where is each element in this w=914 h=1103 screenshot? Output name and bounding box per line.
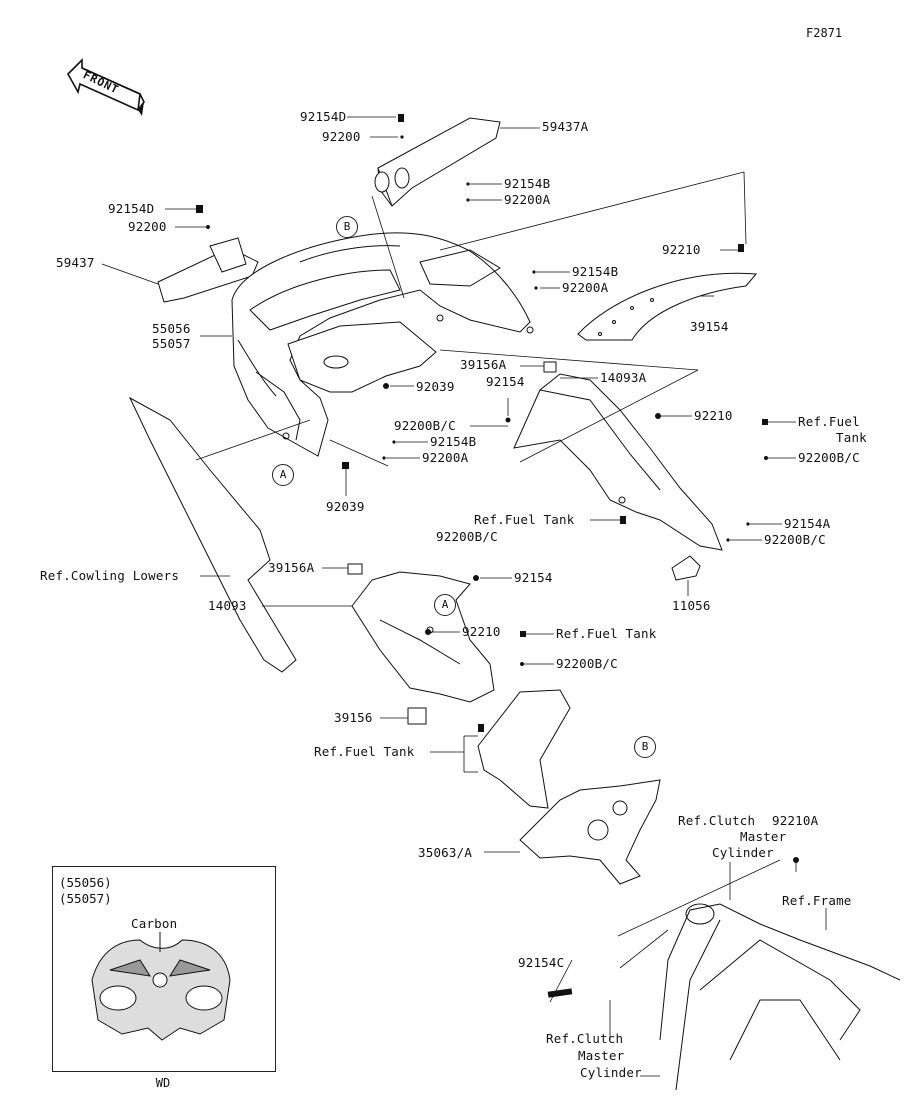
frame: [659, 903, 901, 1091]
label-92154-mid: 92154: [486, 374, 525, 389]
label-92200BC-e: 92200B/C: [556, 656, 618, 671]
label-92154B-top: 92154B: [504, 176, 551, 191]
leader-lines: [101, 116, 827, 1077]
rubber-39156A-top: [543, 361, 557, 373]
label-59437: 59437: [56, 255, 95, 270]
label-ref-fuel-tank-c: Ref.Fuel Tank: [556, 626, 657, 641]
label-ref-clutch-b-3: Cylinder: [580, 1065, 642, 1080]
label-55056: 55056: [152, 321, 191, 336]
inset-variant-box: (55056) (55057) Carbon: [52, 866, 276, 1072]
windshield-39154: [577, 272, 758, 341]
inset-title: (55056) (55057): [59, 875, 112, 906]
label-39156A-top: 39156A: [460, 357, 507, 372]
bracket-59437A: [374, 117, 501, 207]
label-14093: 14093: [208, 598, 247, 613]
label-ref-fuel-tank-b: Ref.Fuel Tank: [474, 512, 575, 527]
label-ref-fuel-tank-a-2: Tank: [836, 430, 867, 445]
inner-panel: [287, 321, 437, 393]
cowling-lower: [128, 396, 297, 673]
label-92154-low: 92154: [514, 570, 553, 585]
callout-b-lower: B: [634, 736, 656, 758]
label-39156: 39156: [334, 710, 373, 725]
label-92039-a: 92039: [416, 379, 455, 394]
fasteners: [196, 114, 799, 998]
inset-carbon-label: Carbon: [131, 916, 178, 931]
bracket-11056: [671, 555, 701, 581]
stay-35063: [519, 779, 661, 885]
label-14093A: 14093A: [600, 370, 647, 385]
label-92154C: 92154C: [518, 955, 565, 970]
label-35063A: 35063/A: [418, 845, 473, 860]
side-panel-14093A: [513, 373, 723, 551]
inset-caption: WD: [155, 1076, 171, 1090]
callout-a-lower: A: [434, 594, 456, 616]
label-11056: 11056: [672, 598, 711, 613]
label-92200BC-c: 92200B/C: [764, 532, 826, 547]
label-ref-fuel-tank-a: Ref.Fuel: [798, 414, 860, 429]
label-ref-frame: Ref.Frame: [782, 893, 852, 908]
label-92200BC-d: 92200B/C: [436, 529, 498, 544]
label-39156A-low: 39156A: [268, 560, 315, 575]
label-92200A-mid: 92200A: [562, 280, 609, 295]
label-92200-top: 92200: [322, 129, 361, 144]
label-92154D-top: 92154D: [300, 109, 347, 124]
label-ref-fuel-tank-d: Ref.Fuel Tank: [314, 744, 415, 759]
rubber-39156A-low: [347, 563, 363, 575]
air-duct: [477, 689, 571, 809]
side-panel-14093: [351, 571, 495, 703]
label-39154: 39154: [690, 319, 729, 334]
bracket-59437: [157, 237, 259, 303]
figure-code: F2871: [806, 26, 843, 40]
callout-b-upper: B: [336, 216, 358, 238]
label-92200BC-a: 92200B/C: [394, 418, 456, 433]
label-ref-clutch-b-1: Ref.Clutch: [546, 1031, 624, 1046]
inset-cowl-illustration: [91, 932, 231, 1041]
label-ref-clutch-a-1: Ref.Clutch: [678, 813, 756, 828]
rubber-39156: [407, 707, 427, 725]
label-92210A: 92210A: [772, 813, 819, 828]
label-ref-cowling-lowers: Ref.Cowling Lowers: [40, 568, 180, 583]
label-ref-clutch-a-2: Master: [740, 829, 787, 844]
label-92200BC-b: 92200B/C: [798, 450, 860, 465]
label-92154B-low: 92154B: [430, 434, 477, 449]
label-ref-clutch-b-2: Master: [578, 1048, 625, 1063]
label-55057: 55057: [152, 336, 191, 351]
label-92200-left: 92200: [128, 219, 167, 234]
label-59437A: 59437A: [542, 119, 589, 134]
front-arrow-badge: FRONT: [64, 58, 146, 120]
front-arrow-icon: [67, 58, 145, 116]
label-92200A-top: 92200A: [504, 192, 551, 207]
label-92039-b: 92039: [326, 499, 365, 514]
label-92154B-mid: 92154B: [572, 264, 619, 279]
label-92154A: 92154A: [784, 516, 831, 531]
label-92210-top: 92210: [662, 242, 701, 257]
label-92210-mid: 92210: [694, 408, 733, 423]
label-92154D-left: 92154D: [108, 201, 155, 216]
label-ref-clutch-a-3: Cylinder: [712, 845, 774, 860]
label-92200A-low: 92200A: [422, 450, 469, 465]
label-92210-low: 92210: [462, 624, 501, 639]
callout-a-upper: A: [272, 464, 294, 486]
